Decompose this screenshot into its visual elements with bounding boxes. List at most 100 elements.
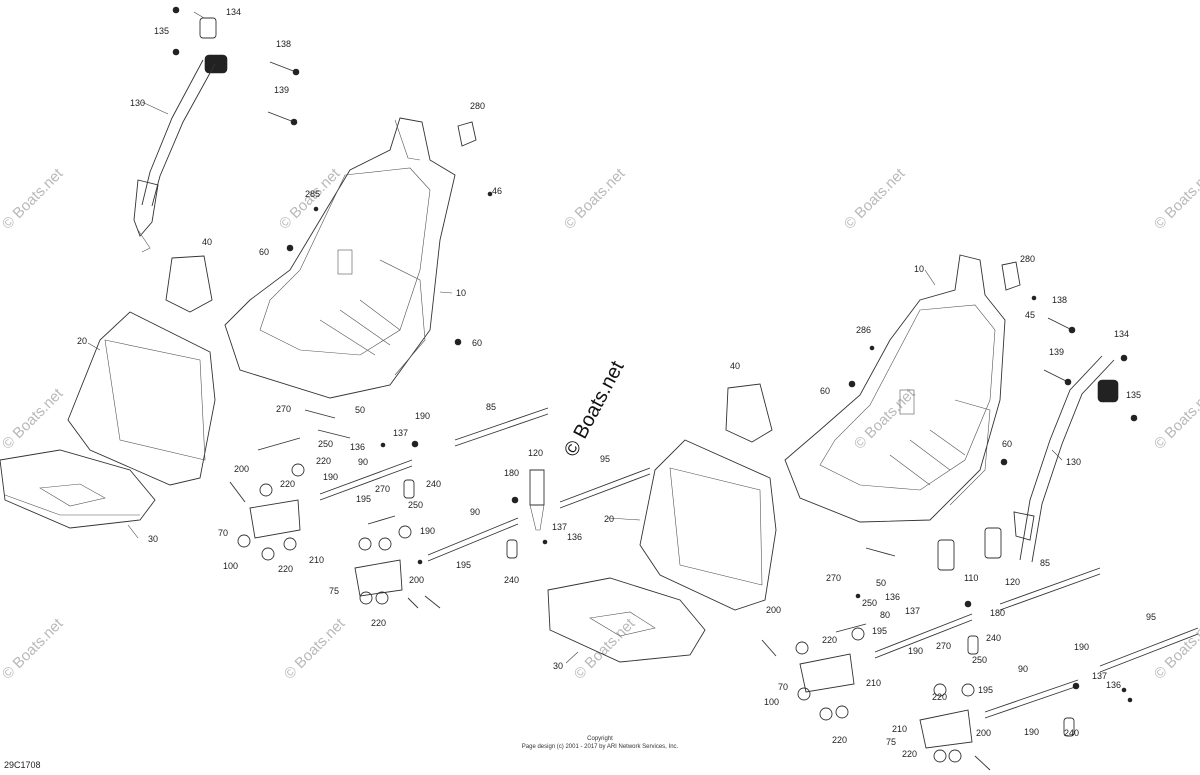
watermark: © Boats.net	[0, 615, 67, 683]
callout: 200	[409, 575, 424, 585]
callout: 10	[914, 264, 924, 274]
brackets-right	[761, 527, 1133, 771]
watermark-layer: © Boats.net © Boats.net © Boats.net © Bo…	[0, 165, 1200, 683]
callout: 270	[375, 484, 390, 494]
callout: 250	[862, 598, 877, 608]
callout: 270	[826, 573, 841, 583]
callout: 136	[567, 532, 582, 542]
watermark: © Boats.net	[1151, 165, 1200, 233]
callout: 40	[730, 361, 740, 371]
leader-lines	[87, 11, 1063, 664]
callout: 270	[936, 641, 951, 651]
watermark: © Boats.net	[0, 385, 67, 453]
callout: 60	[1002, 439, 1012, 449]
callout: 240	[504, 575, 519, 585]
callout: 220	[902, 749, 917, 759]
callout: 60	[820, 386, 830, 396]
callout: 50	[876, 578, 886, 588]
callout: 120	[528, 448, 543, 458]
callout: 210	[866, 678, 881, 688]
callout: 138	[276, 39, 291, 49]
screw-286	[869, 345, 875, 351]
callout: 195	[356, 494, 371, 504]
screw-45	[1031, 295, 1037, 301]
callout: 139	[1049, 347, 1064, 357]
callout: 130	[130, 98, 145, 108]
brackets-left	[229, 440, 548, 609]
callout: 220	[932, 692, 947, 702]
callout: 190	[1074, 642, 1089, 652]
callout: 210	[309, 555, 324, 565]
screw-46	[487, 191, 493, 197]
callout: 130	[1066, 457, 1081, 467]
callout: 80	[880, 610, 890, 620]
callout: 134	[1114, 329, 1129, 339]
watermark-center: © Boats.net	[560, 357, 629, 460]
callout: 75	[886, 737, 896, 747]
nut-134-left	[172, 6, 180, 14]
callout: 10	[456, 288, 466, 298]
callout: 137	[1092, 671, 1107, 681]
callout: 220	[280, 479, 295, 489]
nut-60-right-b	[1000, 458, 1008, 466]
callout: 134	[226, 7, 241, 17]
callout: 270	[276, 404, 291, 414]
callout: 286	[856, 325, 871, 335]
headrest-pad-40-left	[165, 255, 213, 313]
watermark: © Boats.net	[561, 165, 629, 233]
callout: 100	[223, 561, 238, 571]
bracket-280-left	[457, 121, 477, 147]
callout: 200	[976, 728, 991, 738]
callout: 250	[318, 439, 333, 449]
callout: 40	[202, 237, 212, 247]
callout: 220	[822, 635, 837, 645]
footer-page-design: Page design (c) 2001 - 2017 by ARI Netwo…	[522, 744, 679, 750]
callout: 250	[972, 655, 987, 665]
callout: 137	[393, 428, 408, 438]
callout: 110	[964, 573, 978, 583]
callout: 240	[1064, 728, 1079, 738]
callout: 137	[552, 522, 567, 532]
callout: 190	[420, 526, 435, 536]
callout: 120	[1005, 577, 1020, 587]
callout: 240	[986, 633, 1001, 643]
seat-belt-left	[133, 17, 228, 253]
watermark: © Boats.net	[851, 385, 919, 453]
callout: 60	[472, 338, 482, 348]
callout: 190	[908, 646, 923, 656]
watermark: © Boats.net	[571, 615, 639, 683]
nut-135-right	[1130, 414, 1138, 422]
callout: 220	[278, 564, 293, 574]
seat-cushion-right	[547, 577, 706, 663]
callout: 95	[600, 454, 610, 464]
bolt-138-right	[1047, 317, 1076, 334]
callout: 136	[350, 442, 365, 452]
callout: 95	[1146, 612, 1156, 622]
rails-left	[257, 407, 651, 562]
callout: 285	[305, 189, 320, 199]
callout: 85	[1040, 558, 1050, 568]
callout: 90	[1018, 664, 1028, 674]
seat-belt-right	[1013, 355, 1119, 563]
callout: 70	[218, 528, 228, 538]
callout: 200	[766, 605, 781, 615]
screw-285	[313, 206, 319, 212]
headrest-pad-40-right	[725, 383, 773, 443]
callout: 190	[415, 411, 430, 421]
callout: 50	[355, 405, 365, 415]
callout-labels: 134 135 138 139 130 280 46 285 60 40 10 …	[77, 7, 1156, 759]
callout: 220	[371, 618, 386, 628]
callout: 30	[553, 661, 563, 671]
callout: 20	[604, 514, 614, 524]
callout: 210	[892, 724, 907, 734]
callout: 220	[316, 456, 331, 466]
callout: 195	[456, 560, 471, 570]
callout: 190	[323, 472, 338, 482]
bolt-139-right	[1043, 369, 1072, 386]
watermark: © Boats.net	[841, 165, 909, 233]
callout: 195	[872, 626, 887, 636]
callout: 200	[234, 464, 249, 474]
callout: 137	[905, 606, 920, 616]
callout: 30	[148, 534, 158, 544]
